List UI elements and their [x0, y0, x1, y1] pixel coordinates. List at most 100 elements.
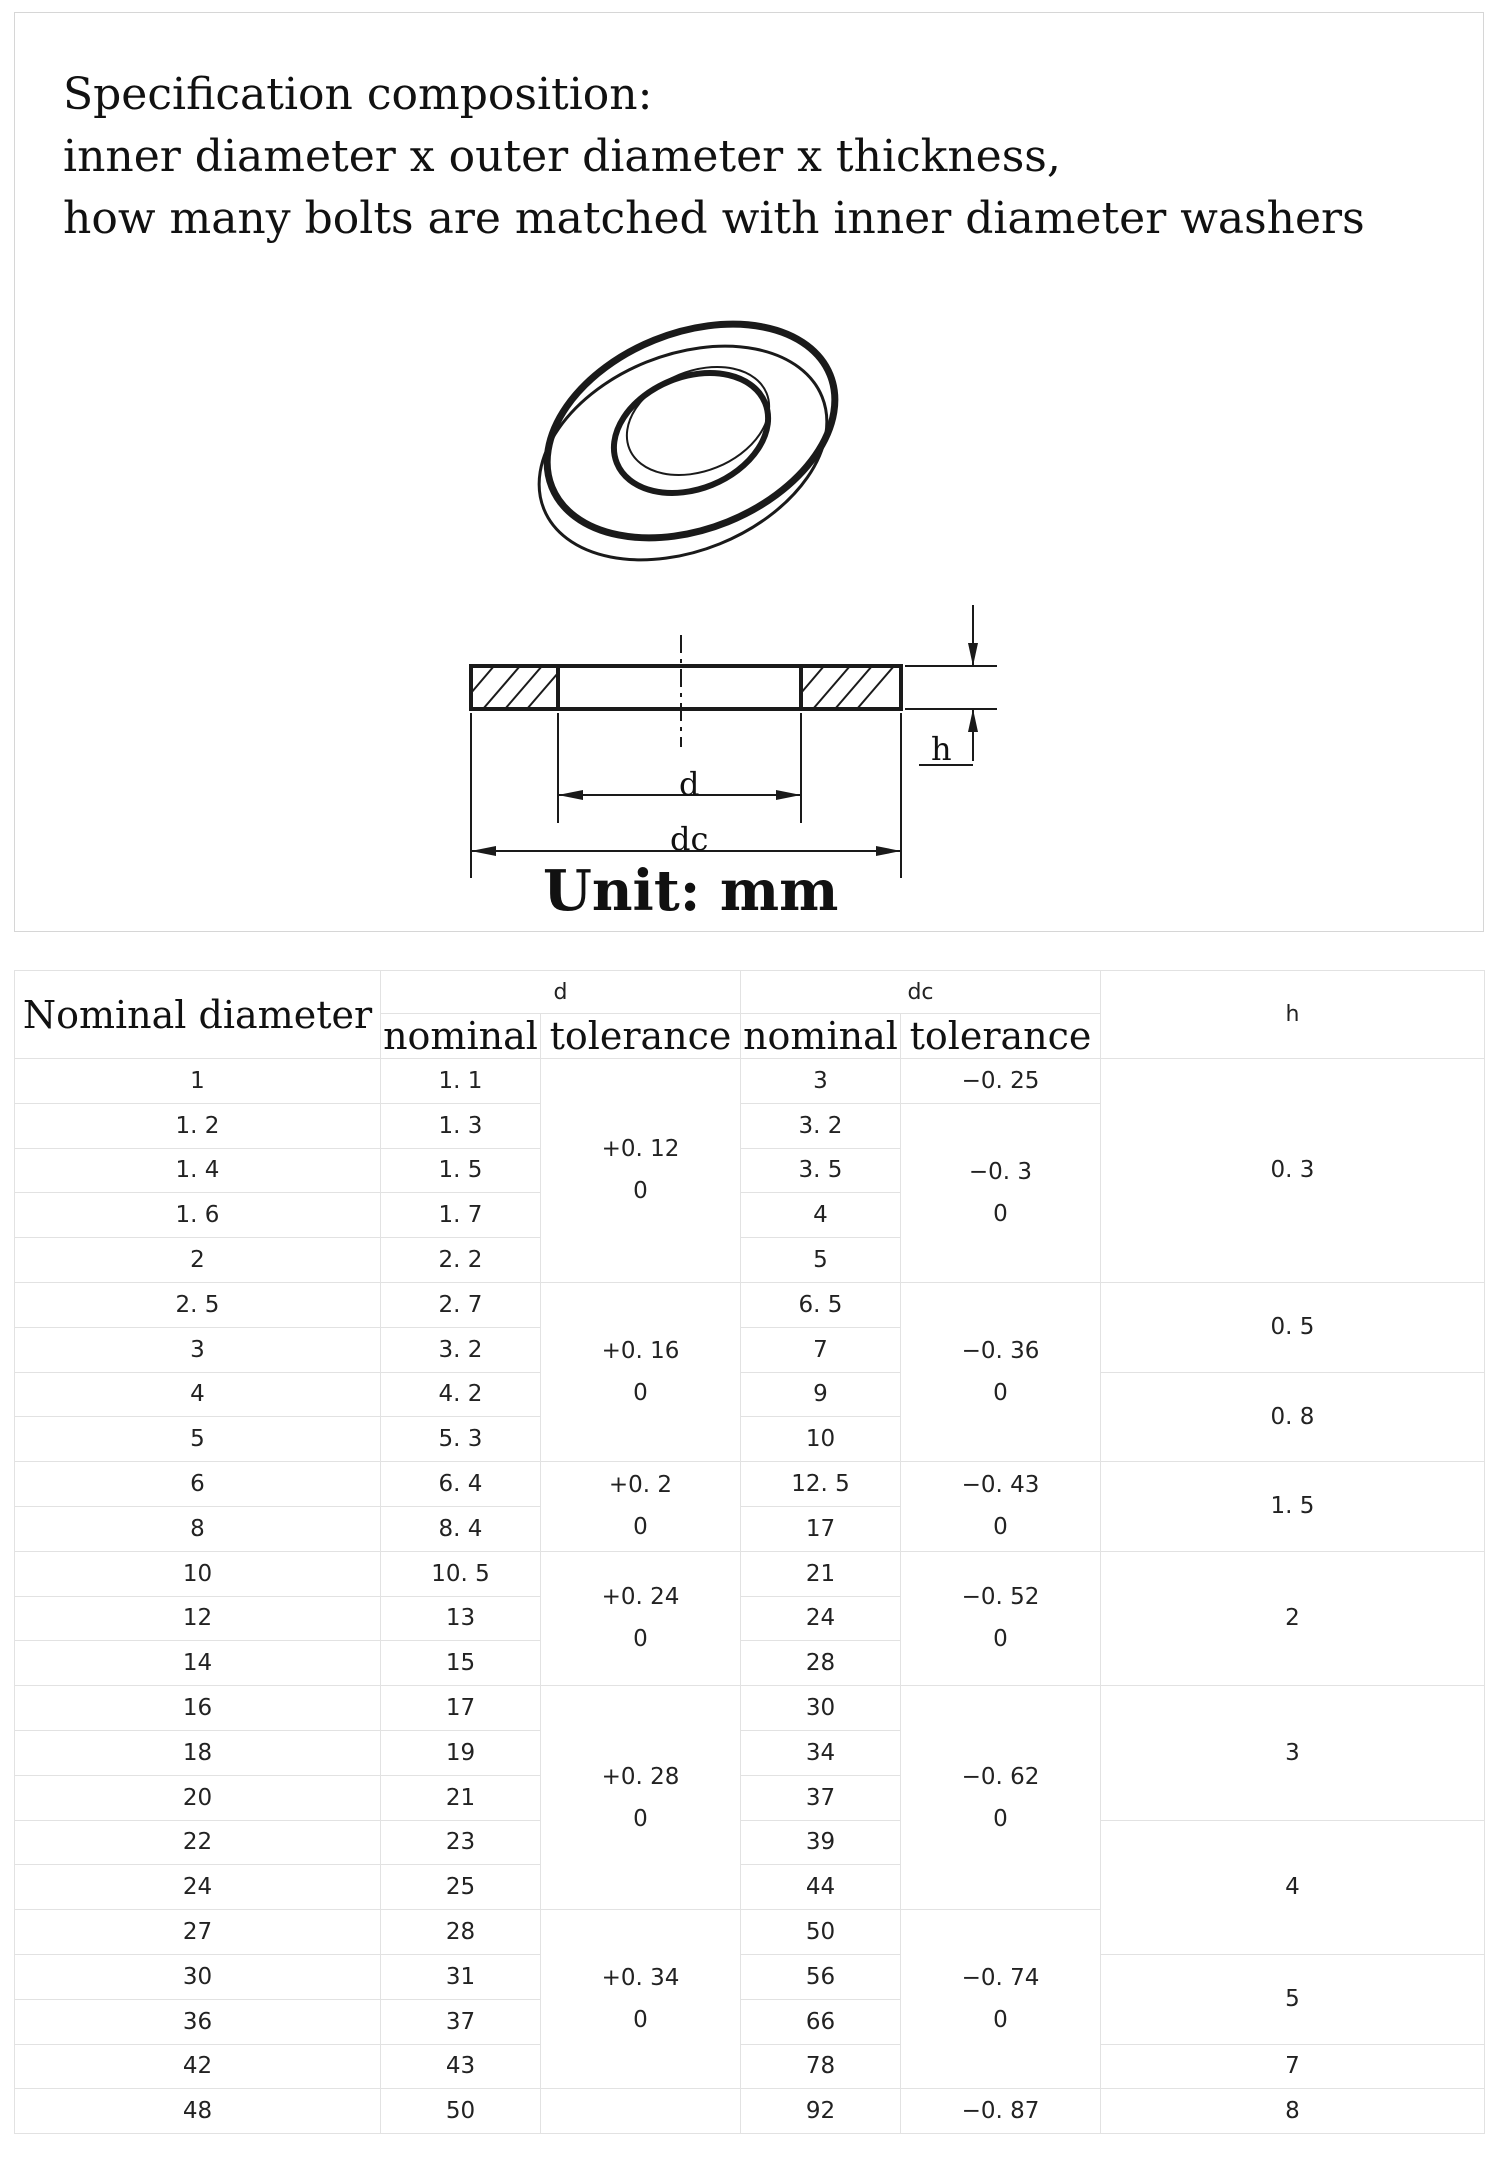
- header-d-tolerance: tolerance: [540, 1013, 741, 1059]
- cell-d-nominal: 15: [380, 1640, 541, 1687]
- cell-dc-nominal: 78: [740, 2043, 901, 2090]
- cell-dc-nominal: 44: [740, 1864, 901, 1911]
- washer-section-view: [469, 605, 997, 878]
- table-row: 3 3. 2 7: [14, 1326, 1485, 1373]
- cell-dc-tolerance: −0. 87: [900, 2088, 1101, 2135]
- cell-d-nominal: 50: [380, 2088, 541, 2135]
- header-h: h: [1100, 970, 1485, 1059]
- cell-dc-tolerance: −0. 25: [900, 1058, 1101, 1104]
- cell-nominal-diameter: 36: [14, 1998, 381, 2045]
- cell-dc-nominal: 17: [740, 1505, 901, 1552]
- cell-d-nominal: 1. 5: [380, 1147, 541, 1194]
- table-header-row: Nominal diameter d dc h: [14, 970, 1485, 1059]
- cell-nominal-diameter: 2: [14, 1237, 381, 1283]
- table-row: 20 21 37: [14, 1774, 1485, 1821]
- washer-technical-drawing: [469, 320, 997, 878]
- cell-dc-nominal: 21: [740, 1550, 901, 1597]
- washer-spec-table: Nominal diameter d dc h nominal toleranc…: [14, 970, 1485, 2135]
- cell-d-nominal: 19: [380, 1729, 541, 1776]
- table-row: 18 19 34: [14, 1729, 1485, 1776]
- cell-h: 0. 8: [1100, 1371, 1485, 1463]
- cell-dc-nominal: 92: [740, 2088, 901, 2135]
- cell-dc-nominal: 3. 5: [740, 1147, 901, 1194]
- table-row: 2 2. 2 5: [14, 1237, 1485, 1283]
- header-dc: dc: [740, 970, 1101, 1014]
- cell-d-tolerance: [540, 2088, 741, 2135]
- cell-d-nominal: 2. 7: [380, 1281, 541, 1328]
- cell-nominal-diameter: 8: [14, 1505, 381, 1552]
- cell-d-nominal: 6. 4: [380, 1461, 541, 1507]
- cell-d-nominal: 3. 2: [380, 1326, 541, 1373]
- cell-d-nominal: 1. 1: [380, 1058, 541, 1104]
- header-nominal-diameter: Nominal diameter: [14, 970, 381, 1059]
- cell-dc-nominal: 50: [740, 1909, 901, 1955]
- cell-dc-nominal: 66: [740, 1998, 901, 2045]
- cell-d-nominal: 4. 2: [380, 1371, 541, 1418]
- cell-nominal-diameter: 5: [14, 1416, 381, 1463]
- table-row: 14 15 28: [14, 1640, 1485, 1687]
- cell-dc-nominal: 7: [740, 1326, 901, 1373]
- header-d: d: [380, 970, 741, 1014]
- cell-nominal-diameter: 1. 2: [14, 1102, 381, 1149]
- cell-nominal-diameter: 10: [14, 1550, 381, 1597]
- cell-h: 7: [1100, 2043, 1485, 2090]
- cell-nominal-diameter: 48: [14, 2088, 381, 2135]
- cell-nominal-diameter: 18: [14, 1729, 381, 1776]
- spec-line-title: Specification composition:: [63, 69, 653, 120]
- cell-d-nominal: 31: [380, 1953, 541, 2000]
- washer-perspective-view: [537, 320, 839, 562]
- cell-dc-nominal: 12. 5: [740, 1461, 901, 1507]
- cell-nominal-diameter: 16: [14, 1685, 381, 1731]
- cell-dc-nominal: 10: [740, 1416, 901, 1463]
- spec-line-bolt-match: how many bolts are matched with inner di…: [63, 193, 1365, 244]
- cell-dc-nominal: 3: [740, 1058, 901, 1104]
- cell-d-nominal: 5. 3: [380, 1416, 541, 1463]
- cell-nominal-diameter: 6: [14, 1461, 381, 1507]
- cell-h: 3: [1100, 1685, 1485, 1821]
- cell-nominal-diameter: 2. 5: [14, 1281, 381, 1328]
- dimension-label-d: d: [679, 765, 700, 803]
- header-dc-tolerance: tolerance: [900, 1013, 1101, 1059]
- cell-dc-nominal: 34: [740, 1729, 901, 1776]
- cell-dc-nominal: 24: [740, 1595, 901, 1642]
- header-d-nominal: nominal: [380, 1013, 541, 1059]
- cell-dc-nominal: 56: [740, 1953, 901, 2000]
- table-row: 1. 4 1. 5 3. 5: [14, 1147, 1485, 1194]
- cell-d-nominal: 23: [380, 1819, 541, 1866]
- cell-nominal-diameter: 27: [14, 1909, 381, 1955]
- dimension-label-h: h: [931, 730, 952, 768]
- cell-nominal-diameter: 14: [14, 1640, 381, 1687]
- table-row: 1. 6 1. 7 4: [14, 1192, 1485, 1239]
- spec-line-composition: inner diameter x outer diameter x thickn…: [63, 131, 1061, 182]
- unit-label: Unit: mm: [543, 858, 839, 924]
- table-row: 30 31 56 5: [14, 1953, 1485, 2045]
- cell-nominal-diameter: 3: [14, 1326, 381, 1373]
- dimension-label-dc: dc: [670, 820, 709, 858]
- table-row: 8 8. 4 17: [14, 1505, 1485, 1552]
- table-row: 4 4. 2 9 0. 8: [14, 1371, 1485, 1463]
- cell-nominal-diameter: 1: [14, 1058, 381, 1104]
- cell-dc-nominal: 9: [740, 1371, 901, 1418]
- cell-h: 4: [1100, 1819, 1485, 1955]
- cell-h: 0. 3: [1100, 1058, 1485, 1283]
- cell-h: 5: [1100, 1953, 1485, 2045]
- table-row: 22 23 39 4: [14, 1819, 1485, 1955]
- cell-nominal-diameter: 12: [14, 1595, 381, 1642]
- cell-d-nominal: 43: [380, 2043, 541, 2090]
- cell-nominal-diameter: 1. 4: [14, 1147, 381, 1194]
- cell-d-nominal: 8. 4: [380, 1505, 541, 1552]
